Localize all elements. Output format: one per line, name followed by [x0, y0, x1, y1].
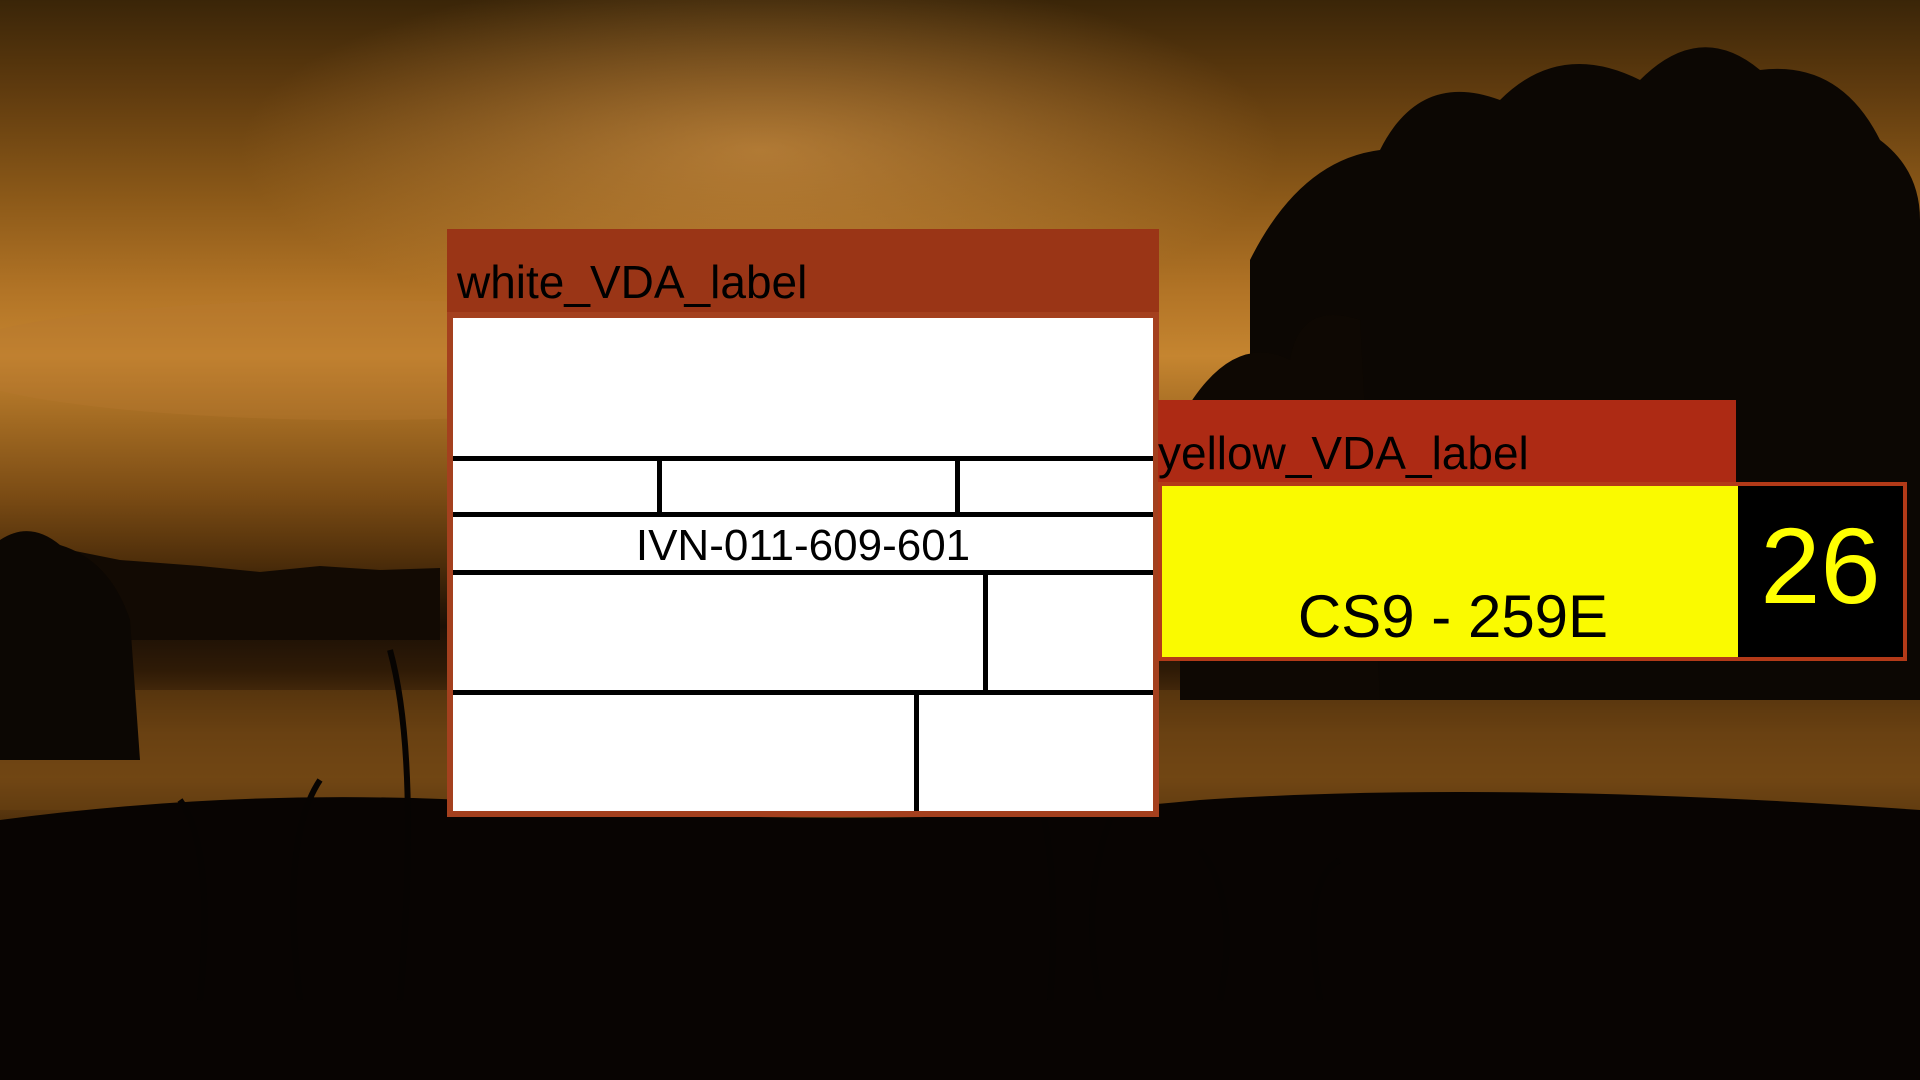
column-divider	[955, 456, 960, 512]
white-label-title: white_VDA_label	[457, 256, 808, 308]
column-divider	[983, 570, 988, 690]
column-divider	[914, 690, 919, 811]
yellow-label-number: 26	[1760, 505, 1881, 626]
row-divider	[453, 456, 1153, 461]
part-number-text: IVN-011-609-601	[635, 521, 971, 570]
row-divider	[453, 512, 1153, 517]
yellow-vda-label[interactable]: CS9 - 259E 26	[1158, 482, 1907, 661]
white-vda-label[interactable]: IVN-011-609-601	[447, 312, 1159, 817]
row-divider	[453, 570, 1153, 575]
yellow-label-title: yellow_VDA_label	[1158, 427, 1529, 479]
yellow-label-header[interactable]: yellow_VDA_label	[1158, 400, 1736, 484]
yellow-label-code: CS9 - 259E	[1297, 583, 1609, 650]
yellow-label-number-box: 26	[1738, 486, 1903, 657]
row-divider	[453, 690, 1153, 695]
white-label-header[interactable]: white_VDA_label	[447, 229, 1159, 314]
column-divider	[657, 456, 662, 512]
